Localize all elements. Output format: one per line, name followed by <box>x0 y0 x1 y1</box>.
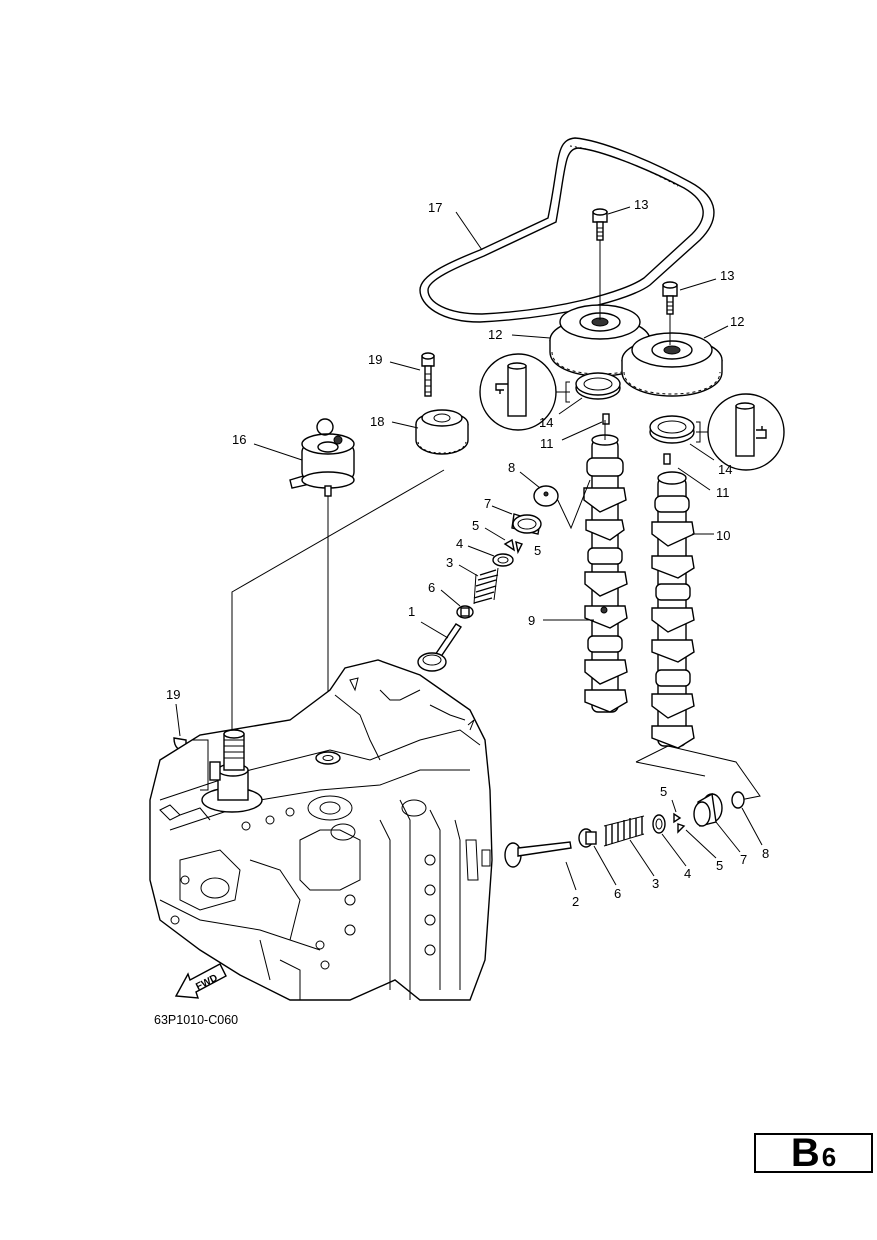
valve-retainer-lower[interactable] <box>652 814 666 834</box>
callout-13-upper: 13 <box>634 197 648 212</box>
cam-pulley-right[interactable] <box>621 332 723 397</box>
valve-lifter-shim-lower[interactable] <box>731 791 745 809</box>
callout-7-upper: 7 <box>484 496 491 511</box>
dowel-pin-left[interactable] <box>602 413 610 425</box>
camshaft-intake[interactable] <box>583 434 628 713</box>
valve-retainer-upper[interactable] <box>492 553 514 567</box>
callout-8-lower: 8 <box>762 846 769 861</box>
valve-lifter-shim-upper[interactable] <box>533 485 559 507</box>
crankshaft-end <box>192 729 263 813</box>
callout-6-upper: 6 <box>428 580 435 595</box>
callout-3-upper: 3 <box>446 555 453 570</box>
callout-5-upper-a: 5 <box>472 518 479 533</box>
callout-12-left: 12 <box>488 327 502 342</box>
callout-15: 17 <box>428 200 442 215</box>
camshaft-exhaust[interactable] <box>651 471 695 749</box>
callout-2: 2 <box>572 894 579 909</box>
seal-lube-detail-right <box>696 393 785 471</box>
dowel-pin-right[interactable] <box>663 453 671 465</box>
valve-cotter-upper[interactable] <box>503 538 523 555</box>
valve-stem-seal-upper[interactable] <box>456 605 474 619</box>
valve-intake-upper[interactable] <box>417 623 462 672</box>
idler-bolt[interactable] <box>421 352 435 397</box>
valve-lifter-upper[interactable] <box>511 513 542 535</box>
oil-seal-left[interactable] <box>575 372 621 400</box>
callout-4-upper: 4 <box>456 536 463 551</box>
callout-3-lower: 3 <box>652 876 659 891</box>
valve-stem-seal-lower[interactable] <box>578 828 597 848</box>
callout-16-label: 16 <box>232 432 246 447</box>
valve-exhaust-lower[interactable] <box>504 841 572 868</box>
callout-labels: 17 13 13 12 12 19 18 16 14 11 14 11 8 7 … <box>166 197 769 909</box>
belt-tensioner[interactable] <box>289 418 355 497</box>
pulley-bolt-lower[interactable] <box>662 281 678 345</box>
callout-13-lower: 13 <box>720 268 734 283</box>
valve-group-bracket-lower <box>635 745 761 801</box>
leader-lines <box>175 206 763 891</box>
oil-seal-right[interactable] <box>649 415 695 444</box>
valve-group-bracket-upper <box>552 479 591 530</box>
page-tag-number: 6 <box>821 1142 837 1172</box>
callout-9: 9 <box>528 613 535 628</box>
callout-6-lower: 6 <box>614 886 621 901</box>
callout-14-left: 14 <box>539 415 553 430</box>
callout-8-upper: 8 <box>508 460 515 475</box>
tensioner-boss <box>315 751 341 765</box>
valve-spring-upper[interactable] <box>473 567 499 605</box>
callout-19-label: 19 <box>166 687 180 702</box>
valve-spring-lower[interactable] <box>603 815 645 847</box>
forward-direction-arrow: FWD <box>174 963 227 999</box>
drawing-code: 63P1010-C060 <box>154 1013 238 1027</box>
callout-11-right: 11 <box>716 485 730 500</box>
callout-17: 18 <box>370 414 384 429</box>
callout-5-upper-b: 5 <box>534 543 541 558</box>
callout-7-lower: 7 <box>740 852 747 867</box>
valve-cotter-lower[interactable] <box>673 812 686 834</box>
callout-14-right: 14 <box>718 462 732 477</box>
valve-lifter-lower[interactable] <box>693 792 723 827</box>
pulley-bolt-upper[interactable] <box>592 208 608 320</box>
callout-18: 19 <box>368 352 382 367</box>
timing-belt[interactable] <box>419 137 715 323</box>
callout-4-lower: 4 <box>684 866 691 881</box>
idler-pulley[interactable] <box>415 409 469 455</box>
seal-lube-detail-left <box>479 353 570 431</box>
callout-5-lower-b: 5 <box>716 858 723 873</box>
cylinder-head-block <box>149 659 493 1001</box>
callout-11-left: 11 <box>540 436 554 451</box>
callout-1: 1 <box>408 604 415 619</box>
callout-10: 10 <box>716 528 730 543</box>
callout-12-right: 12 <box>730 314 744 329</box>
page-tag-letter: B <box>790 1131 820 1175</box>
callout-5-lower-a: 5 <box>660 784 667 799</box>
